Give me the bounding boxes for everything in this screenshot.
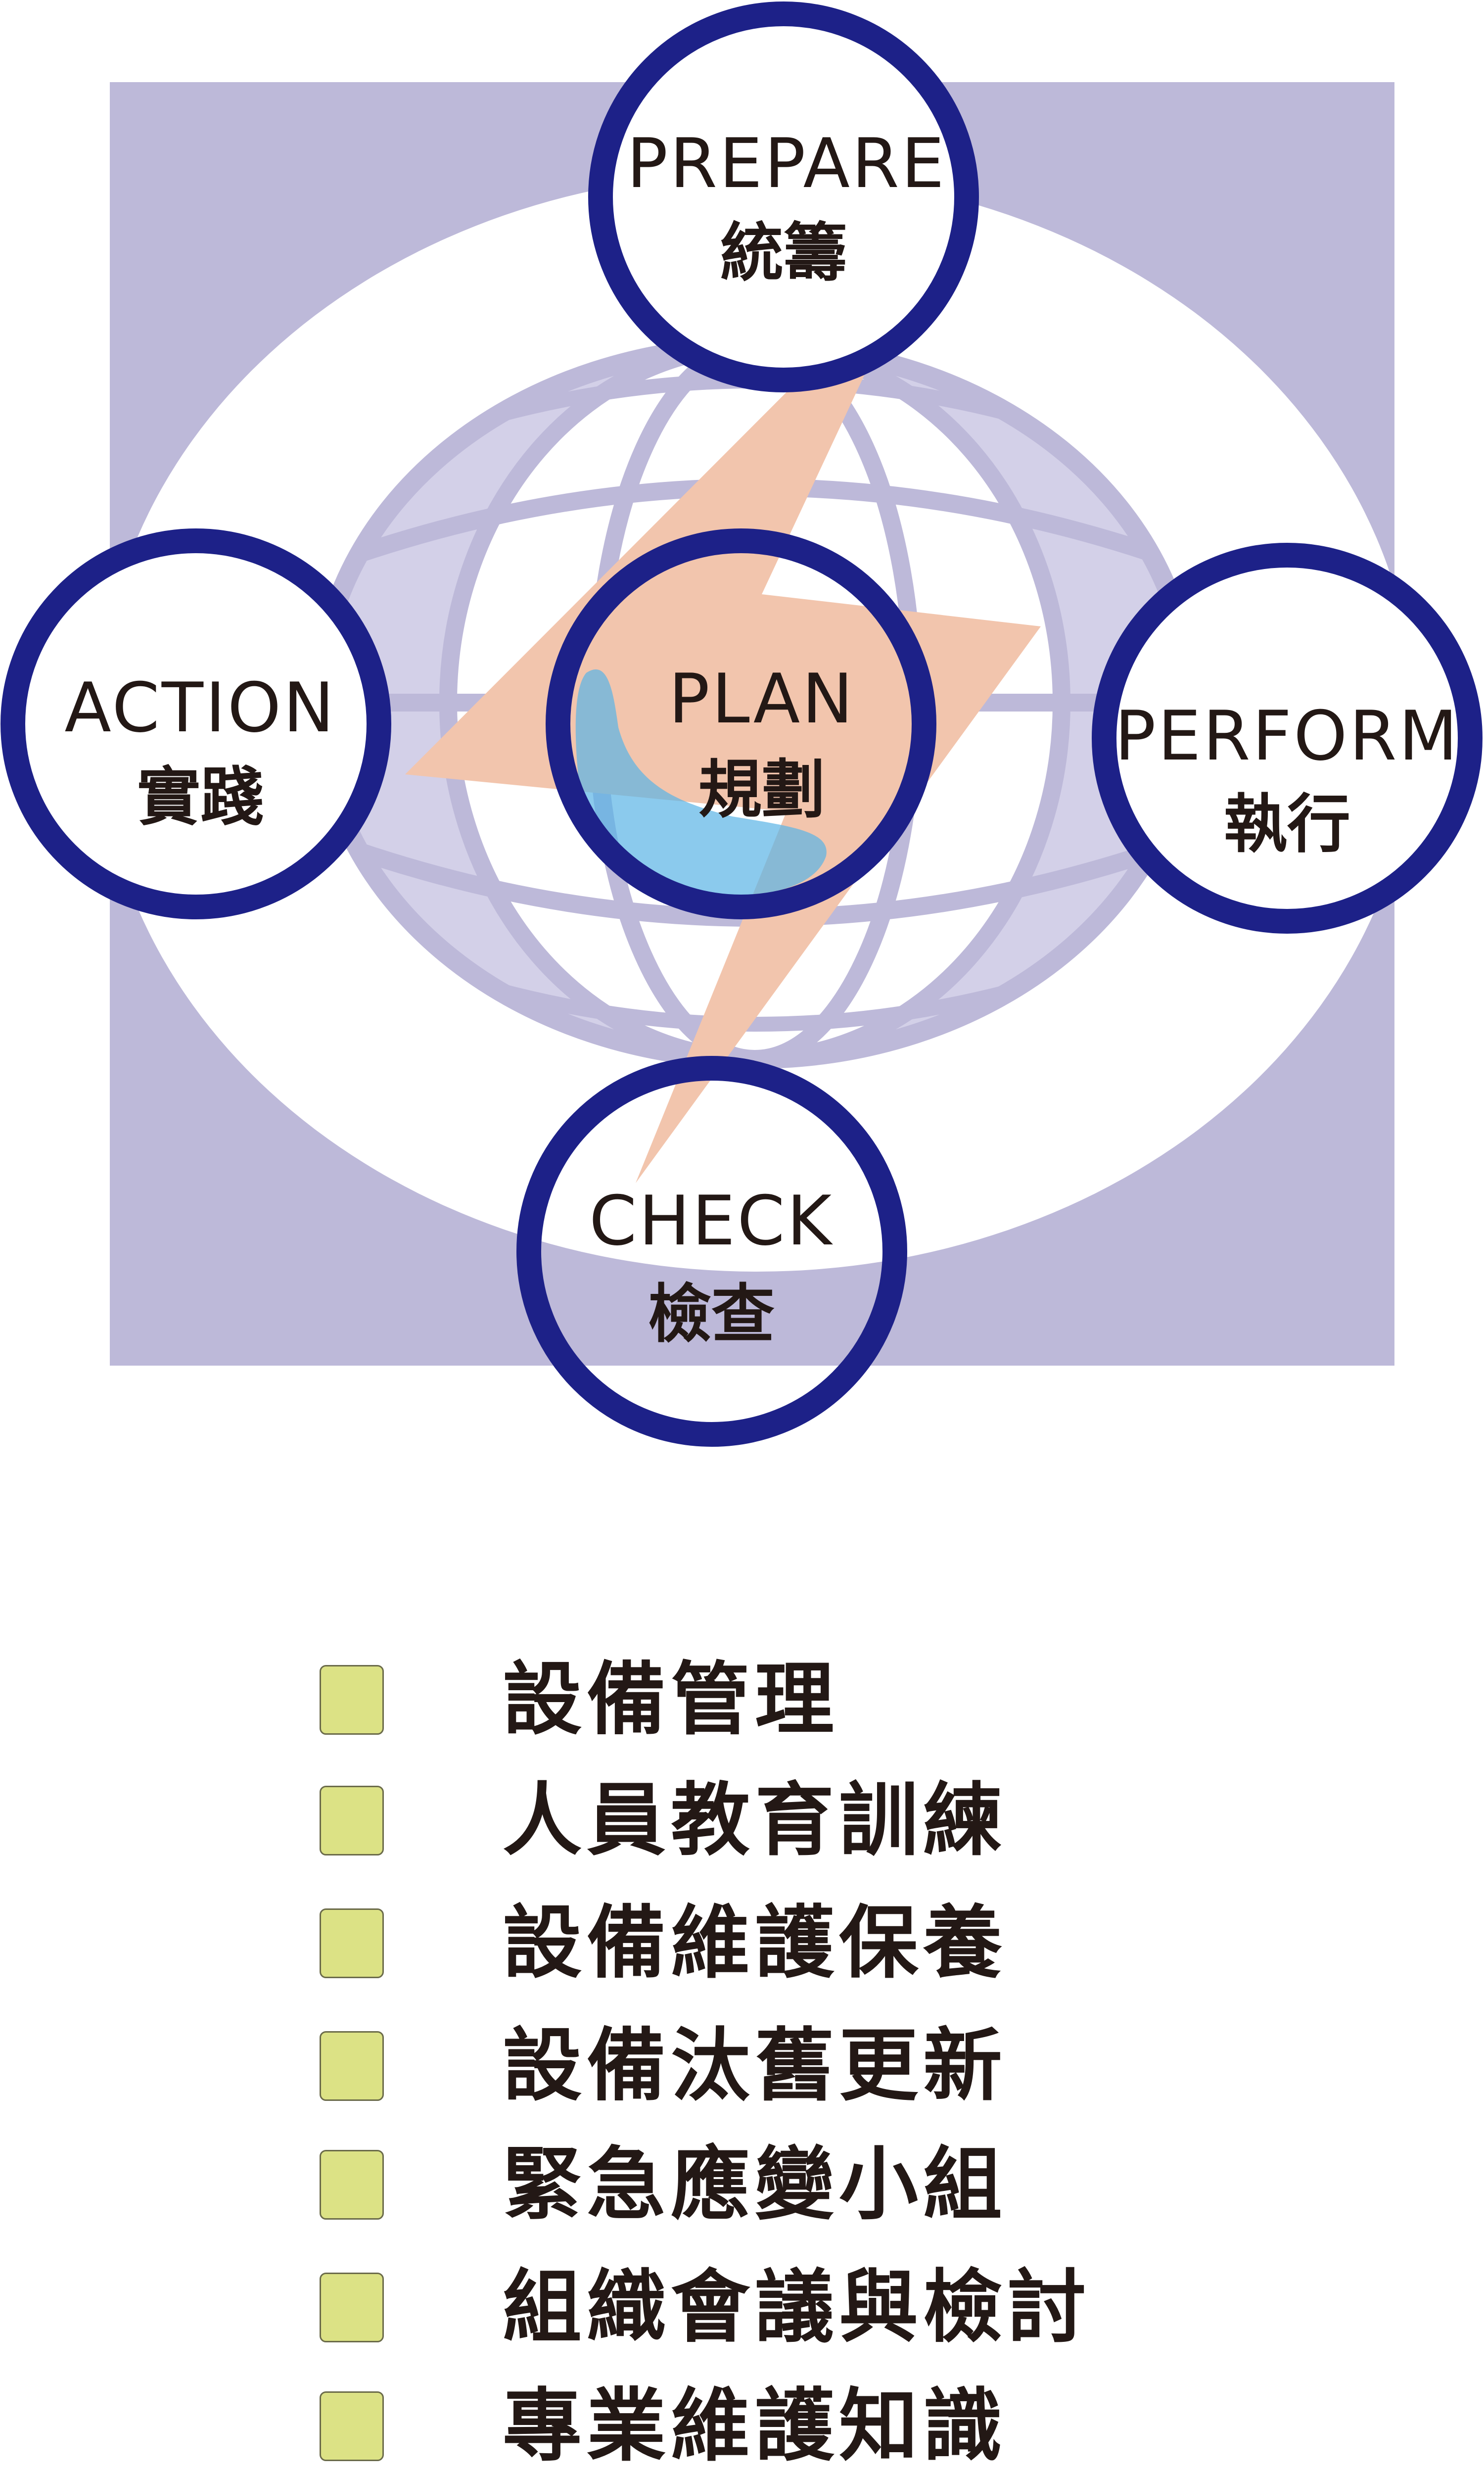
list-item-label: 設備汰舊更新 [503, 2019, 1008, 2112]
action-zh-label: 實踐 [137, 761, 264, 834]
checkbox[interactable] [320, 2149, 384, 2220]
blue-blob [575, 669, 827, 896]
action-ring [0, 528, 391, 919]
list-item-label: 緊急應變小組 [503, 2138, 1008, 2231]
check-node: CHECK 檢查 [516, 1056, 907, 1447]
action-label: ACTION [64, 668, 336, 748]
checkbox[interactable] [320, 1785, 384, 1855]
checkbox[interactable] [320, 2272, 384, 2342]
prepare-zh-label: 統籌 [720, 216, 847, 290]
list-item: 人員教育訓練 [320, 1774, 1008, 1866]
list-item-label: 組織會議與檢討 [503, 2261, 1092, 2353]
list-item-label: 人員教育訓練 [503, 1774, 1008, 1866]
prepare-label: PREPARE [627, 124, 946, 203]
list-item-label: 設備管理 [503, 1653, 839, 1746]
plan-zh-label: 規劃 [698, 753, 825, 827]
prepare-ring [588, 1, 979, 392]
list-item: 緊急應變小組 [320, 2138, 1008, 2231]
checkbox[interactable] [320, 1908, 384, 1978]
list-item-label: 專業維護知識 [503, 2379, 1008, 2472]
plan-node: PLAN 規劃 [546, 528, 936, 919]
list-item: 設備維護保養 [320, 1897, 1008, 1989]
check-label: CHECK [589, 1181, 834, 1261]
perform-zh-label: 執行 [1224, 788, 1350, 861]
plan-label: PLAN [669, 659, 855, 739]
checkbox[interactable] [320, 2031, 384, 2101]
plan-ring [546, 528, 936, 919]
check-zh-label: 檢查 [648, 1278, 775, 1351]
perform-node: PERFORM 執行 [1092, 543, 1483, 934]
lightning-bolt [405, 260, 1041, 1183]
pdca-diagram: PREPARE 統籌 ACTION 實踐 PLAN 規劃 PERFORM 執行 … [0, 1, 1483, 1447]
checklist: 設備管理 人員教育訓練 設備維護保養 設備汰舊更新 緊急應變小組 組織會議與檢討… [320, 1653, 1457, 2472]
action-node: ACTION 實踐 [0, 528, 391, 919]
perform-ring [1092, 543, 1483, 934]
list-item: 組織會議與檢討 [320, 2261, 1092, 2353]
perform-label: PERFORM [1114, 696, 1459, 776]
list-item: 專業維護知識 [320, 2379, 1008, 2472]
check-ring [516, 1056, 907, 1447]
list-item: 設備汰舊更新 [320, 2019, 1008, 2112]
list-item-label: 設備維護保養 [503, 1897, 1008, 1989]
checkbox[interactable] [320, 2391, 384, 2461]
prepare-node: PREPARE 統籌 [588, 1, 979, 392]
list-item: 設備管理 [320, 1653, 839, 1746]
checkbox[interactable] [320, 1664, 384, 1735]
